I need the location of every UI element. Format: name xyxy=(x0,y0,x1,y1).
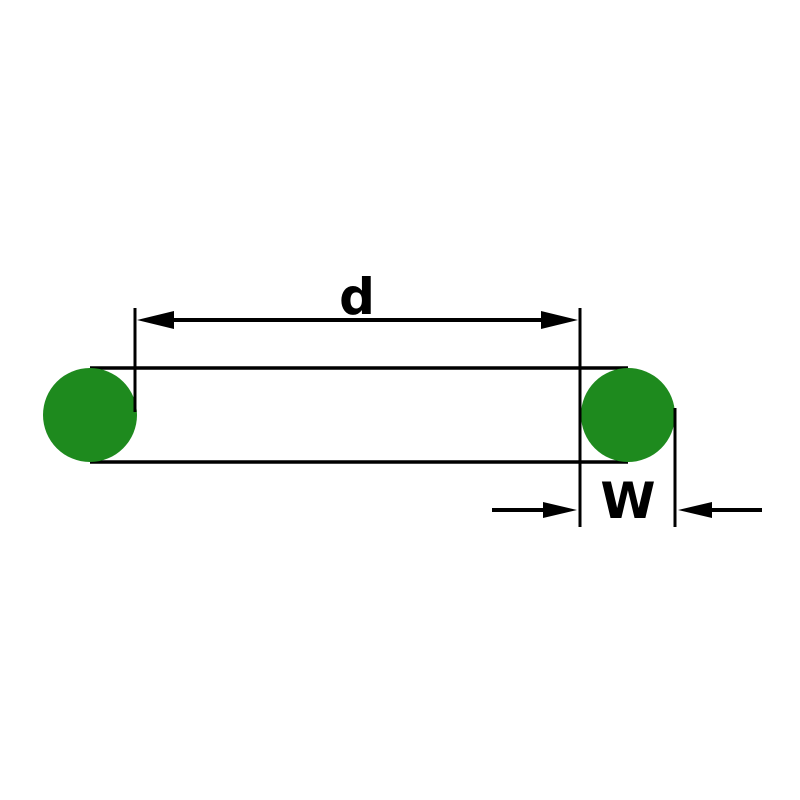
oring-cross-section-right xyxy=(581,368,675,462)
cross-section-width-label: W xyxy=(600,472,655,530)
d-arrowhead-left-icon xyxy=(137,311,174,329)
oring-cross-section-left xyxy=(43,368,137,462)
inner-diameter-label: d xyxy=(339,268,375,326)
w-arrowhead-right-icon xyxy=(678,502,712,518)
d-arrowhead-right-icon xyxy=(541,311,578,329)
w-arrowhead-left-icon xyxy=(543,502,577,518)
